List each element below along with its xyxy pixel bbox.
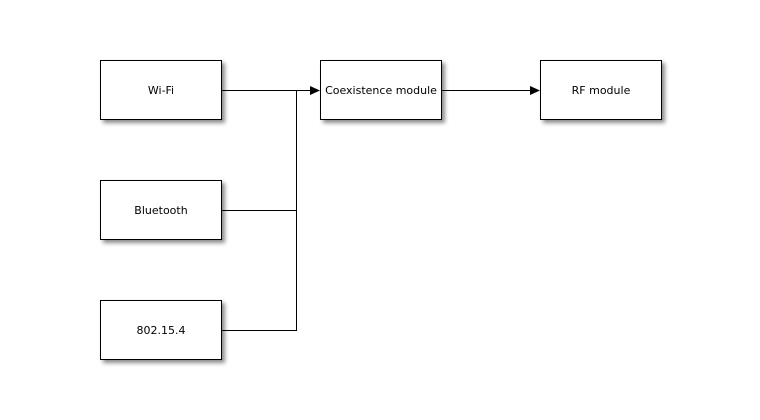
node-bluetooth-label: Bluetooth: [134, 203, 188, 217]
arrowhead-coexistence: [310, 86, 320, 95]
node-802-15-4-label: 802.15.4: [136, 323, 186, 337]
node-rf-module-label: RF module: [571, 83, 631, 97]
node-coexistence-module-label: Coexistence module: [325, 83, 437, 97]
node-rf-module: RF module: [540, 60, 662, 120]
node-802-15-4: 802.15.4: [100, 300, 222, 360]
node-coexistence-module: Coexistence module: [320, 60, 442, 120]
node-bluetooth: Bluetooth: [100, 180, 222, 240]
arrowhead-rf: [530, 86, 540, 95]
node-wifi-label: Wi-Fi: [147, 83, 175, 97]
node-wifi: Wi-Fi: [100, 60, 222, 120]
